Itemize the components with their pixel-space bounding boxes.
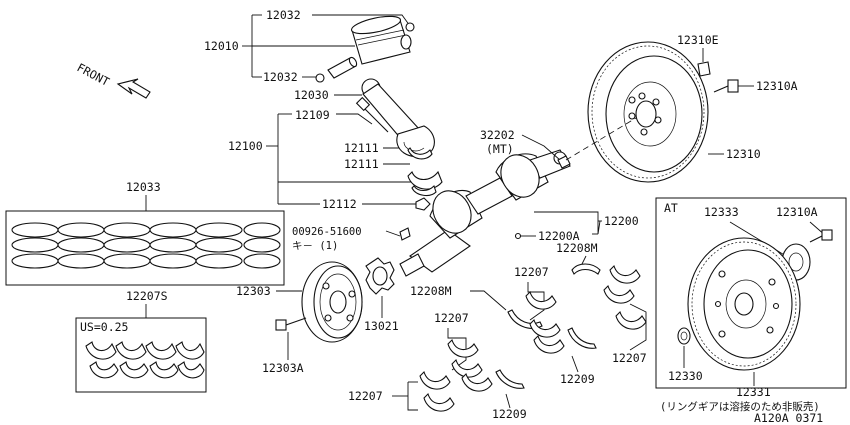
piston-icon <box>350 15 412 65</box>
label-at: AT <box>664 201 678 215</box>
label-32202: 32202 <box>480 128 515 142</box>
crankshaft-assembly: 32202 (MT) 12200 12200A 00926-51600 キ－ (… <box>292 128 639 277</box>
label-12208m-b: 12208M <box>556 241 598 255</box>
label-12303: 12303 <box>236 284 271 298</box>
label-12207-c: 12207 <box>348 389 383 403</box>
piston-rings-set: 12033 <box>5 180 285 286</box>
label-00926: 00926-51600 <box>292 226 362 238</box>
flywheel-icon <box>587 41 709 183</box>
ring-gear-note: (リングギアは溶接のため非販売) <box>660 400 820 413</box>
piston-assembly: 12032 12010 12032 <box>204 8 415 84</box>
label-12207-d: 12207 <box>612 351 647 365</box>
rod-nut-icon <box>415 197 431 211</box>
label-12200a: 12200A <box>538 229 580 243</box>
label-12010: 12010 <box>204 39 239 53</box>
label-12303a: 12303A <box>262 361 304 375</box>
label-12209-b: 12209 <box>560 372 595 386</box>
circlip-icon <box>315 22 415 83</box>
label-12207-b: 12207 <box>434 311 469 325</box>
spacer-icon <box>677 327 691 345</box>
front-label: FRONT <box>75 60 112 89</box>
connecting-rod-icon <box>361 78 435 158</box>
connecting-rod-assembly: 12030 12109 12100 12111 12111 12112 <box>228 78 443 211</box>
label-12032-top: 12032 <box>266 8 301 22</box>
label-12207s: 12207S <box>126 289 168 303</box>
front-arrow-icon <box>116 78 151 99</box>
woodruff-key-icon <box>399 227 411 241</box>
label-12310a: 12310A <box>756 79 798 93</box>
label-12111-a: 12111 <box>344 141 379 155</box>
label-12310a-at: 12310A <box>776 205 818 219</box>
label-12111-b: 12111 <box>344 157 379 171</box>
drive-plate-at-box: AT 12333 12310A 123 <box>655 197 847 399</box>
label-12100: 12100 <box>228 139 263 153</box>
rod-bolt-icon <box>355 96 389 133</box>
crank-pulley-assembly: 12303 12303A 13021 <box>236 257 399 375</box>
label-12200: 12200 <box>604 214 639 228</box>
label-12330: 12330 <box>668 369 703 383</box>
label-12207-a: 12207 <box>514 265 549 279</box>
label-12109: 12109 <box>295 108 330 122</box>
label-12033: 12033 <box>126 180 161 194</box>
label-12112: 12112 <box>322 197 357 211</box>
label-12310: 12310 <box>726 147 761 161</box>
drive-plate-icon <box>687 237 801 371</box>
at-bolt-icon <box>809 229 833 243</box>
label-12209-a: 12209 <box>492 407 527 421</box>
crank-pulley-icon <box>301 261 363 343</box>
piston-ring-icon <box>11 222 281 269</box>
front-indicator: FRONT <box>75 60 151 99</box>
label-key: キ－ (1) <box>292 240 338 252</box>
main-bearings-group: 12208M 12208M 12207 12207 12207 12209 12… <box>348 241 647 421</box>
label-12032-bottom: 12032 <box>263 70 298 84</box>
flywheel-mt-assembly: 12310E 12310A 12310 <box>565 33 798 183</box>
reference-code: A120A 0371 <box>754 411 823 425</box>
rod-bearing-icon <box>407 147 433 160</box>
label-12333: 12333 <box>704 205 739 219</box>
label-12310e: 12310E <box>677 33 719 47</box>
label-12030: 12030 <box>294 88 329 102</box>
label-12208m-a: 12208M <box>410 284 452 298</box>
label-13021: 13021 <box>364 319 399 333</box>
crank-sprocket-icon <box>365 257 395 295</box>
label-us: US=0.25 <box>80 320 128 334</box>
label-mt: (MT) <box>486 142 514 156</box>
bearing-shell-icon <box>85 341 205 379</box>
label-12331: 12331 <box>736 385 771 399</box>
pulley-bolt-icon <box>275 317 307 331</box>
dowel-pin-icon <box>697 61 711 77</box>
flywheel-bolt-icon <box>713 79 739 93</box>
rod-cap-icon <box>407 170 443 197</box>
bearing-set-12207s: 12207S US=0.25 <box>75 289 207 393</box>
crankshaft-icon <box>399 149 571 277</box>
